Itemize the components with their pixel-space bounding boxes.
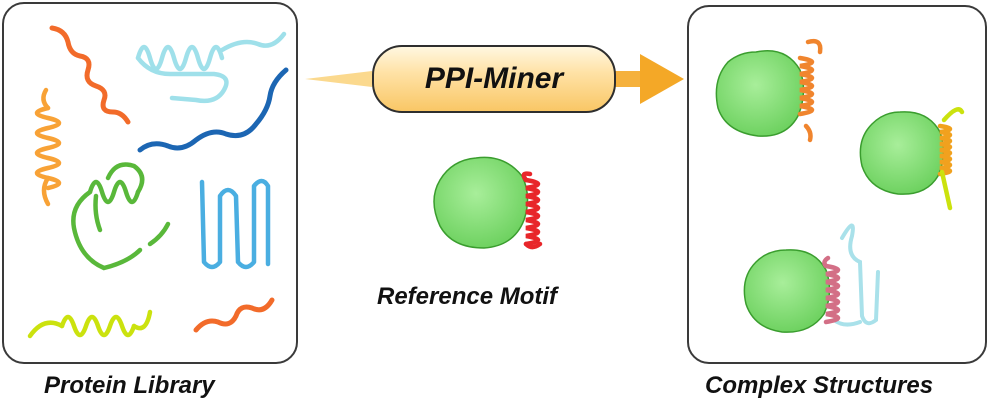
cyan-helix-strand <box>135 31 287 104</box>
reference-globule <box>433 156 529 249</box>
orange-coil-strand <box>49 25 131 125</box>
green-helix-strand <box>71 162 171 271</box>
protein-library-caption: Protein Library <box>44 372 215 399</box>
blue-hairpin-strand <box>199 178 271 270</box>
pipeline-arrow <box>305 54 684 104</box>
ppi-miner-box: PPI-Miner <box>372 45 616 113</box>
reference-motif <box>433 156 543 250</box>
reference-motif-caption: Reference Motif <box>377 283 558 310</box>
complex-structure-3 <box>743 223 880 333</box>
complex-structures-caption: Complex Structures <box>705 372 934 399</box>
orange-helix-strand <box>34 87 62 207</box>
blue-coil-strand <box>137 67 289 153</box>
ppi-miner-label: PPI-Miner <box>424 62 564 95</box>
yellow-helix-strand <box>27 309 153 339</box>
orange-coil-strand-small <box>193 297 275 333</box>
complex-structure-1 <box>715 38 823 143</box>
complex-structure-2 <box>859 107 965 211</box>
